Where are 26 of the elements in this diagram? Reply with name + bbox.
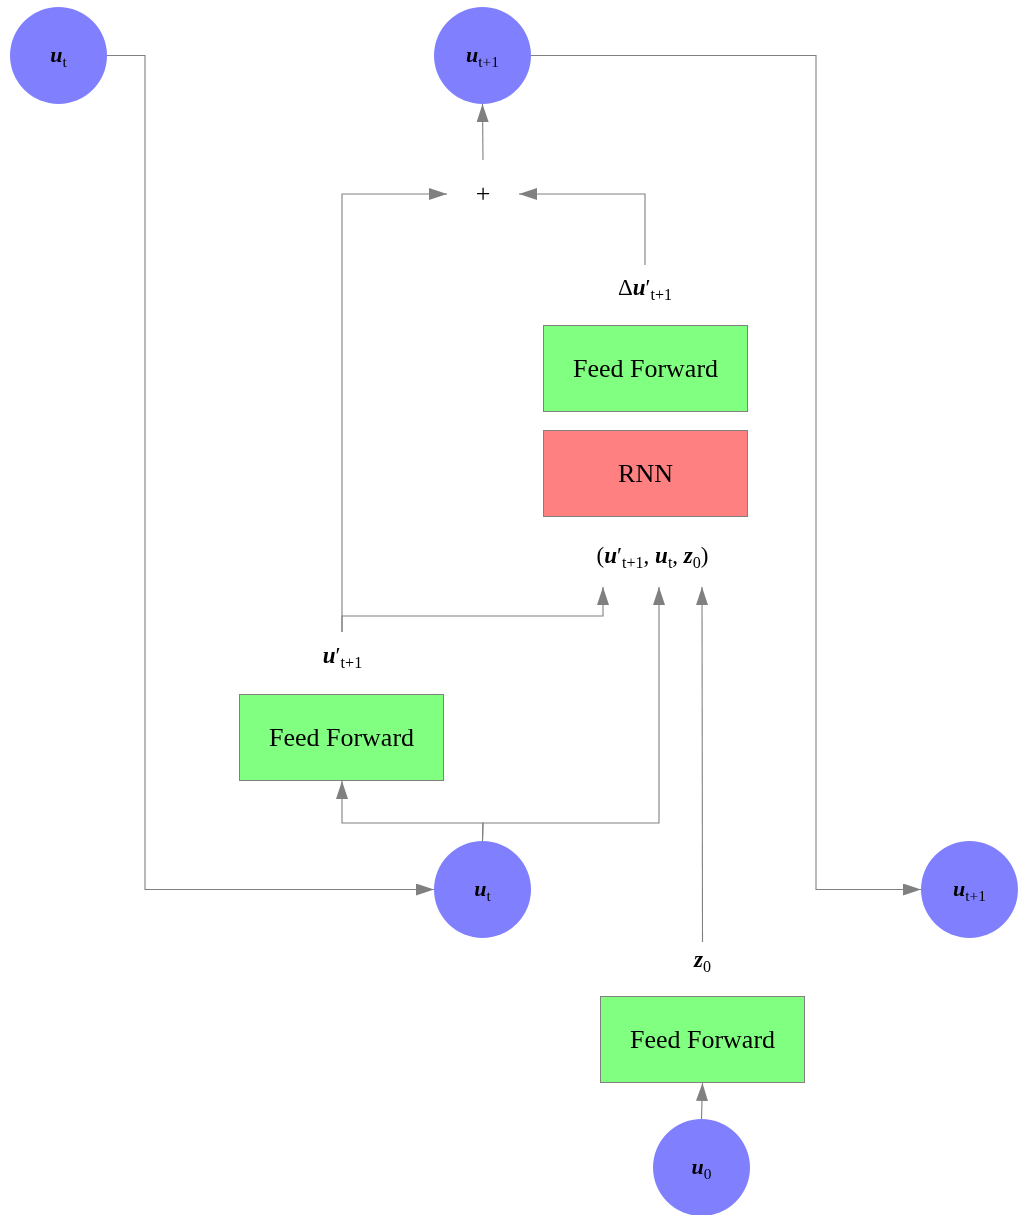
box-label: Feed Forward	[629, 1023, 776, 1056]
arrow	[341, 586, 609, 633]
box-label: RNN	[618, 457, 673, 490]
variable-label: u$_{0}$	[691, 1154, 712, 1181]
feed-forward-box	[543, 325, 748, 412]
arrow	[106, 54, 435, 896]
arrow	[696, 1082, 708, 1120]
arrow	[530, 54, 922, 896]
arrow	[481, 586, 665, 842]
arrow	[518, 188, 646, 266]
variable-label: u$_{t+1}$	[466, 42, 499, 69]
rnn-box	[543, 430, 748, 517]
feed-forward-box	[600, 996, 805, 1083]
feed-forward-box	[239, 694, 444, 781]
plus-sign: +	[475, 178, 491, 210]
math-label: (u′$_{t+1}$, u$_{t}$, z$_{0}$)	[596, 542, 709, 570]
math-label: u′$_{t+1}$	[322, 642, 363, 670]
variable-label: u$_{t}$	[474, 876, 491, 903]
box-label: Feed Forward	[268, 721, 415, 754]
variable-label: u$_{t+1}$	[953, 876, 986, 903]
box-label: Feed Forward	[572, 352, 719, 385]
variable-label: u$_{t}$	[50, 42, 67, 69]
arrow	[696, 586, 709, 943]
math-label: Δu′$_{t+1}$	[617, 273, 673, 302]
arrow	[476, 103, 489, 161]
math-label: z$_{0}$	[694, 946, 711, 974]
